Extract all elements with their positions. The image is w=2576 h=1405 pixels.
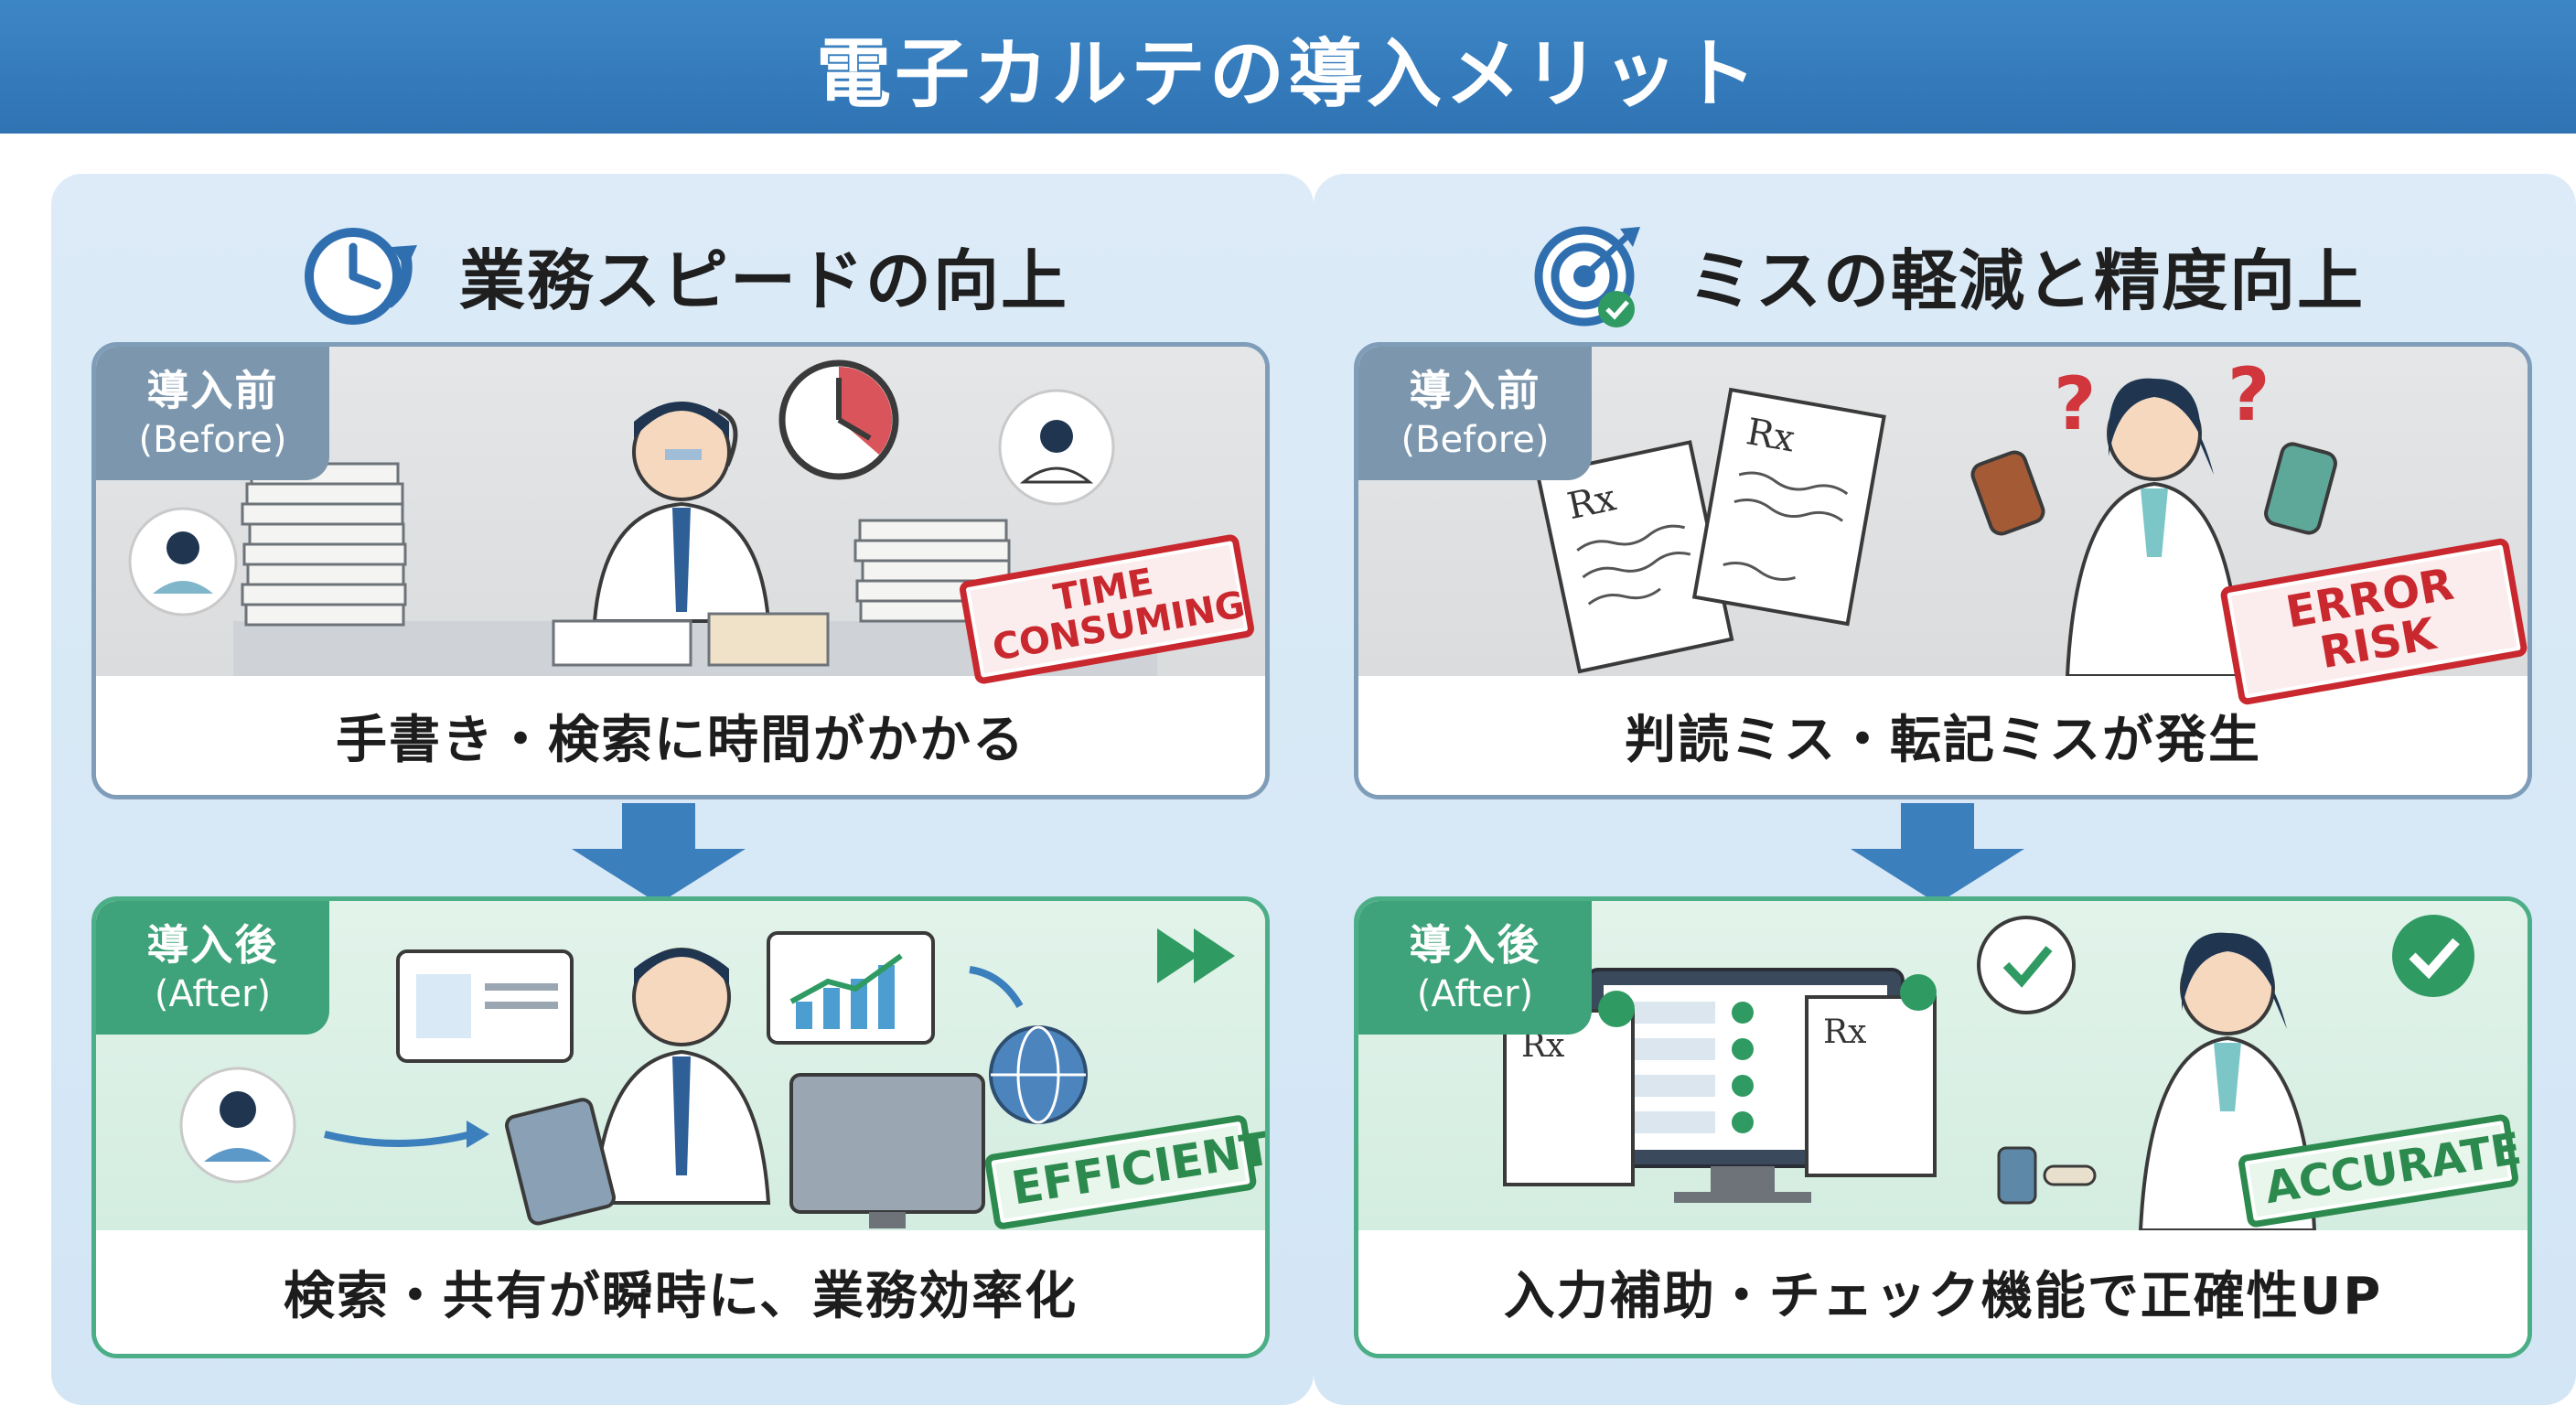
svg-text:?: ? xyxy=(2227,352,2270,437)
accuracy-panel-heading: ミスの軽減と精度向上 xyxy=(1314,220,2576,329)
before-tab-label: 導入前 xyxy=(146,366,279,415)
speed-after-card: 導入後 (After) EFFICIENT 検索・共有が瞬時に、業務効率化 xyxy=(91,896,1270,1358)
speed-panel-title: 業務スピードの向上 xyxy=(458,241,1068,319)
after-tab: 導入後 (After) xyxy=(1358,901,1592,1035)
accuracy-before-card: Rx Rx xyxy=(1354,342,2532,799)
accurate-pharmacist-illustration: Rx Rx xyxy=(1503,915,2474,1230)
speed-after-caption: 検索・共有が瞬時に、業務効率化 xyxy=(96,1230,1265,1354)
before-tab-sublabel: (Before) xyxy=(1401,419,1550,461)
svg-text:Rx: Rx xyxy=(1743,411,1798,461)
after-tab: 導入後 (After) xyxy=(96,901,329,1035)
clock-arrow-icon xyxy=(304,228,417,325)
page-title: 電子カルテの導入メリット xyxy=(815,30,1760,118)
efficient-doctor-illustration xyxy=(179,928,1235,1228)
accuracy-panel-title: ミスの軽減と精度向上 xyxy=(1687,241,2365,319)
down-arrow-icon xyxy=(1851,803,2024,904)
page-header: 電子カルテの導入メリット xyxy=(0,0,2576,134)
accuracy-before-caption: 判読ミス・転記ミスが発生 xyxy=(1358,676,2528,795)
speed-panel-heading: 業務スピードの向上 xyxy=(51,220,1314,329)
after-tab-label: 導入後 xyxy=(146,920,279,970)
before-tab-sublabel: (Before) xyxy=(138,419,287,461)
before-tab: 導入前 (Before) xyxy=(1358,347,1592,480)
after-tab-sublabel: (After) xyxy=(154,973,272,1015)
accuracy-after-card: Rx Rx 導入後 xyxy=(1354,896,2532,1358)
accuracy-panel: ミスの軽減と精度向上 Rx Rx xyxy=(1314,174,2576,1405)
accuracy-after-caption: 入力補助・チェック機能で正確性UP xyxy=(1358,1230,2528,1354)
svg-text:Rx: Rx xyxy=(1563,477,1620,528)
confused-pharmacist-illustration: Rx Rx xyxy=(1535,352,2337,676)
speed-before-caption: 手書き・検索に時間がかかる xyxy=(96,676,1265,795)
before-tab-label: 導入前 xyxy=(1409,366,1541,415)
speed-panel: 業務スピードの向上 xyxy=(51,174,1314,1405)
stamp-text: ERROR RISK xyxy=(2281,558,2458,680)
after-tab-sublabel: (After) xyxy=(1416,973,1534,1015)
target-check-icon xyxy=(1534,226,1640,327)
speed-before-card: 導入前 (Before) TIME CONSUMING 手書き・検索に時間がかか… xyxy=(91,342,1270,799)
svg-text:?: ? xyxy=(2054,361,2096,446)
down-arrow-icon xyxy=(572,803,746,904)
before-tab: 導入前 (Before) xyxy=(96,347,329,480)
svg-text:Rx: Rx xyxy=(1823,1014,1866,1051)
after-tab-label: 導入後 xyxy=(1409,920,1541,970)
